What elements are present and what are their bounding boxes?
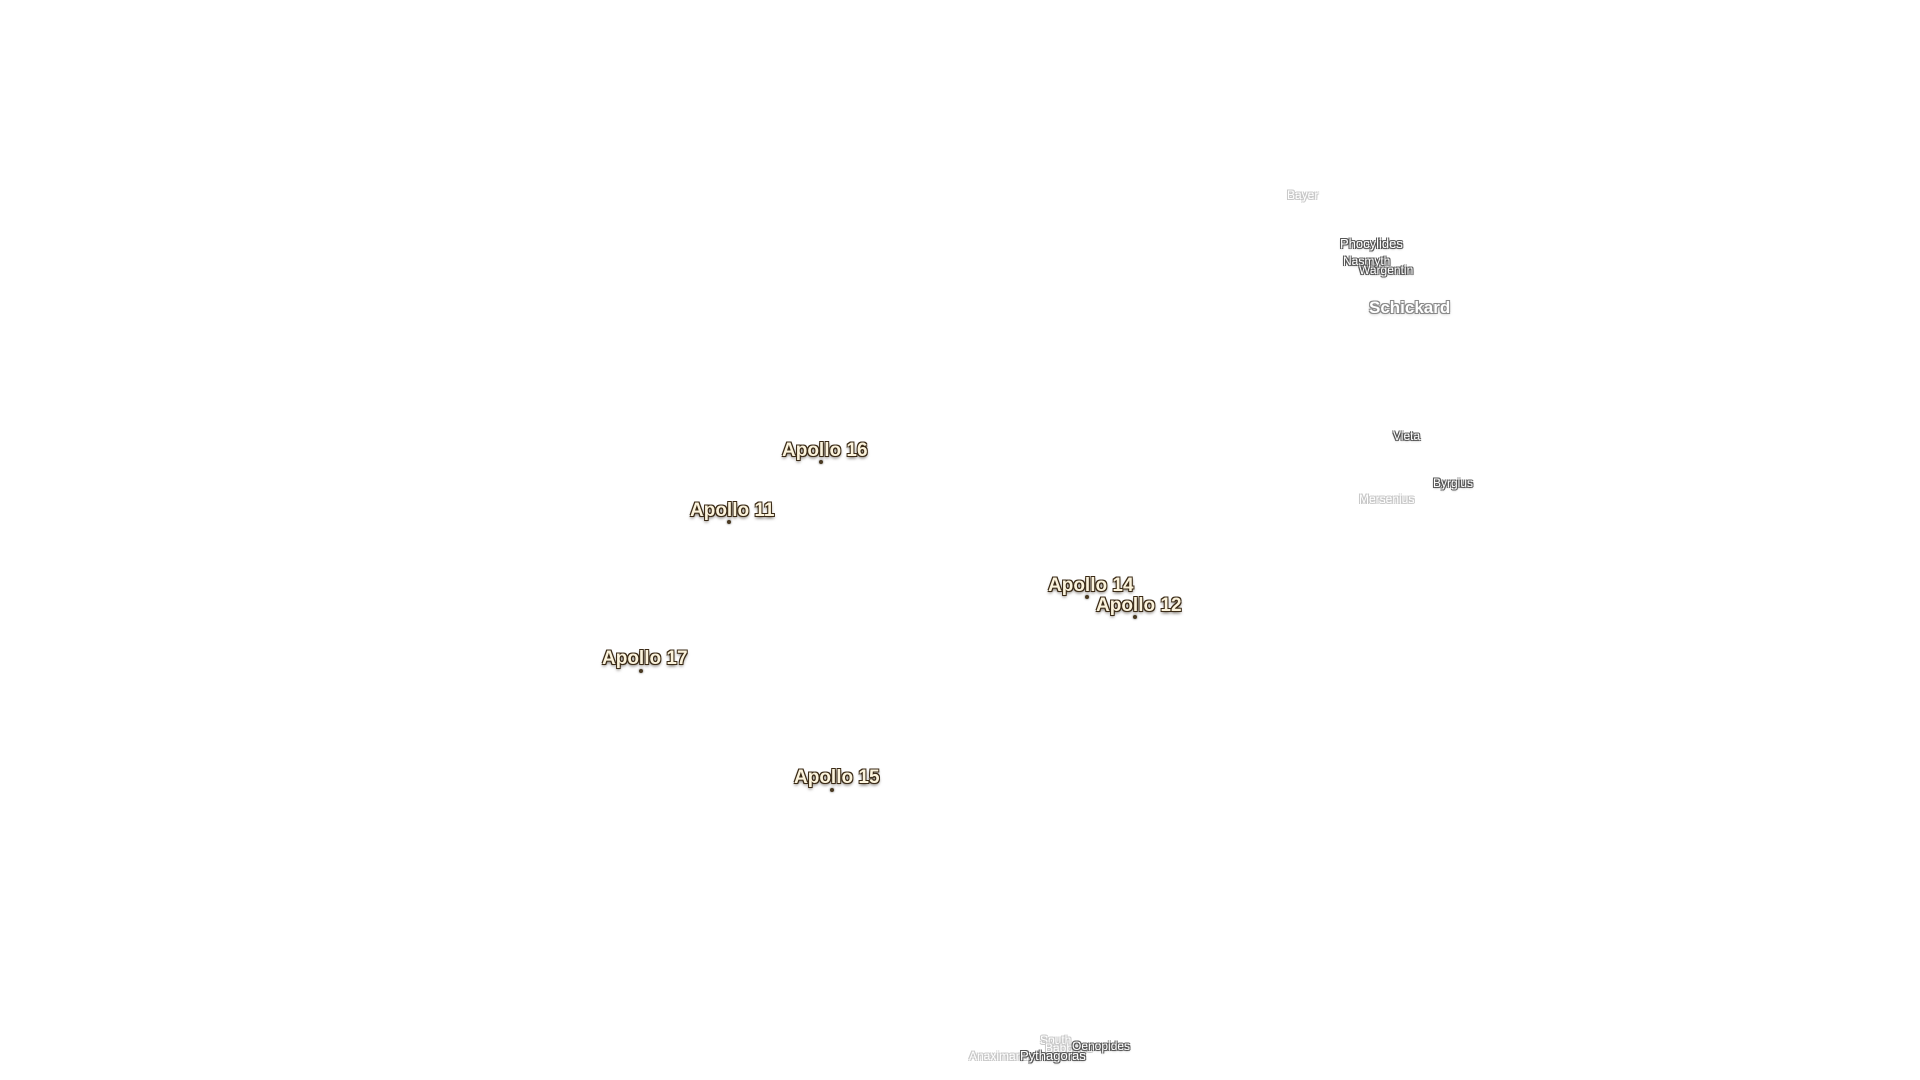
crater-label-babbage[interactable]: Babbage bbox=[1045, 1041, 1094, 1055]
landing-site-label-apollo-15[interactable]: Apollo 15 bbox=[794, 767, 880, 788]
crater-label-wargentin[interactable]: Wargentin bbox=[1359, 263, 1414, 277]
landing-site-marker[interactable] bbox=[1133, 615, 1137, 619]
crater-label-byrgius[interactable]: Byrgius bbox=[1433, 476, 1474, 490]
landing-site-label-apollo-11[interactable]: Apollo 11 bbox=[690, 500, 775, 521]
landing-site-label-apollo-12[interactable]: Apollo 12 bbox=[1096, 595, 1182, 616]
landing-site-marker[interactable] bbox=[639, 669, 643, 673]
landing-site-label-apollo-16[interactable]: Apollo 16 bbox=[782, 440, 868, 461]
crater-label-pythagoras[interactable]: Pythagoras bbox=[1020, 1048, 1086, 1063]
landing-site-marker[interactable] bbox=[1085, 595, 1089, 599]
crater-label-phocylides[interactable]: Phocylides bbox=[1340, 236, 1403, 251]
landing-site-marker[interactable] bbox=[819, 460, 823, 464]
landing-site-label-apollo-17[interactable]: Apollo 17 bbox=[602, 648, 688, 669]
crater-label-mersenius[interactable]: Mersenius bbox=[1359, 492, 1415, 506]
landing-site-marker[interactable] bbox=[830, 788, 834, 792]
crater-label-south[interactable]: South bbox=[1040, 1033, 1072, 1047]
crater-label-nasmyth[interactable]: Nasmyth bbox=[1343, 254, 1391, 268]
landing-site-label-apollo-14[interactable]: Apollo 14 bbox=[1048, 575, 1134, 596]
crater-label-vieta[interactable]: Vieta bbox=[1393, 429, 1421, 443]
landing-site-marker[interactable] bbox=[727, 520, 731, 524]
crater-label-bayer[interactable]: Bayer bbox=[1287, 188, 1319, 202]
crater-label-anaximander[interactable]: Anaximander bbox=[969, 1049, 1040, 1063]
crater-label-schickard[interactable]: Schickard bbox=[1369, 298, 1451, 317]
crater-label-oenopides[interactable]: Oenopides bbox=[1072, 1039, 1131, 1053]
